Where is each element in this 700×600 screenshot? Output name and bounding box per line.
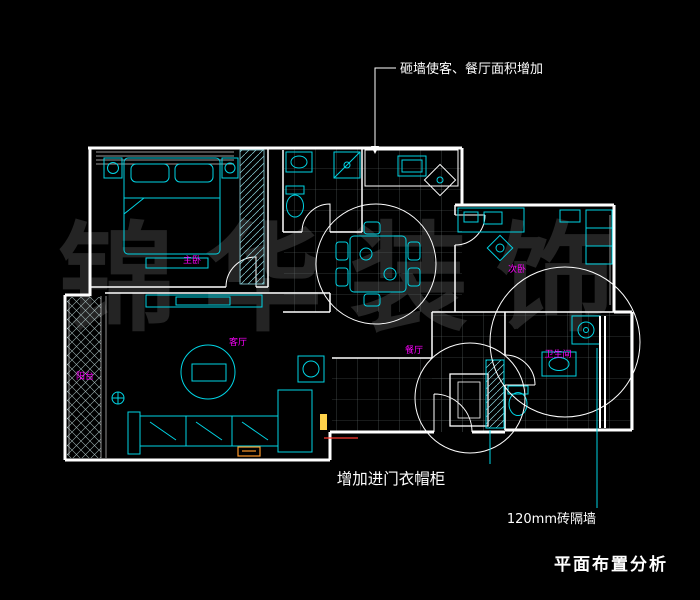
entry-wardrobe-new: [485, 359, 505, 429]
drawing-title: 平面布置分析: [554, 554, 668, 575]
yellow-marker: [320, 414, 327, 430]
brick-partition-wall: [599, 316, 606, 428]
label-dining-room: 餐厅: [405, 344, 423, 356]
demolish-leader-arrow: [371, 146, 379, 154]
bed: [103, 157, 239, 269]
kitchen-counter: [364, 149, 459, 197]
wardrobe: [239, 149, 265, 285]
annotation-demolish-wall: 砸墙使客、餐厅面积增加: [400, 61, 543, 77]
tile-floor: [284, 149, 632, 432]
highlight-circles: [315, 203, 641, 454]
label-bathroom: 卫生间: [544, 348, 571, 360]
label-master-bedroom: 主卧: [183, 254, 201, 266]
entry-highlight-circle: [414, 342, 526, 454]
label-second-bedroom: 次卧: [508, 263, 526, 275]
inner-walls: [90, 148, 614, 430]
study-furniture: [457, 207, 613, 265]
bathroom-highlight-circle: [489, 266, 641, 418]
bathroom-right-fixtures: [507, 315, 601, 416]
label-living-room: 客厅: [229, 336, 247, 348]
label-balcony: 阳台: [76, 370, 94, 382]
annotation-entry-wardrobe: 增加进门衣帽柜: [337, 470, 446, 488]
living-furniture: [111, 294, 325, 455]
demolish-leader-line: [374, 67, 396, 150]
annotation-brick-partition: 120mm砖隔墙: [507, 512, 596, 527]
door-arcs: [225, 203, 536, 433]
dining-table: [335, 221, 421, 307]
balcony-hatch: [67, 297, 101, 458]
outer-walls: [63, 146, 634, 462]
bathroom-top-fixtures: [285, 151, 361, 218]
dining-highlight-circle: [315, 203, 437, 325]
orange-marker: [237, 446, 261, 457]
